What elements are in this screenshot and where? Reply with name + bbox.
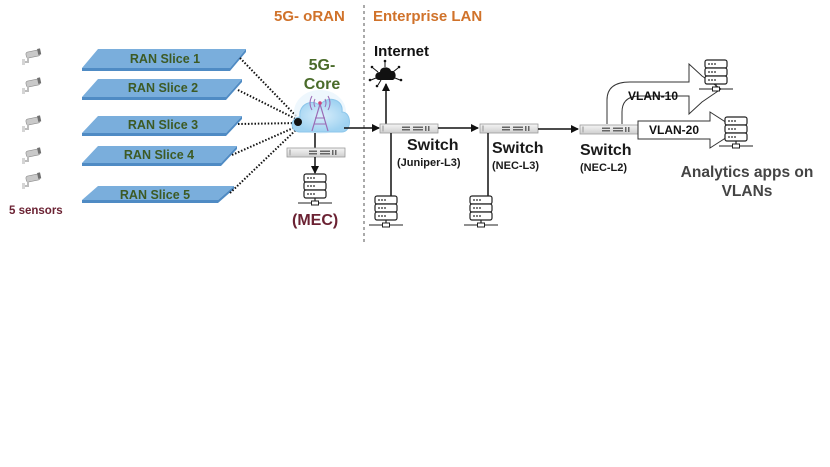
- ran-slice-2-shape: [82, 79, 242, 100]
- security-camera-icon: [21, 171, 43, 190]
- ran-slice-3-label: RAN Slice 3: [127, 118, 199, 132]
- ran-slice-2-label: RAN Slice 2: [127, 81, 199, 95]
- ran-slice-3-shape: [82, 116, 242, 136]
- mec-server-icon: [297, 173, 333, 206]
- cloud-network-icon: [368, 59, 403, 88]
- server-icon: [368, 195, 404, 228]
- switch-nec-l3-sublabel: (NEC-L3): [492, 160, 540, 172]
- security-camera-icon: [21, 47, 43, 66]
- internet-label: Internet: [374, 43, 430, 60]
- server-icon: [463, 195, 499, 228]
- ran-slice-4-shape: [82, 146, 237, 166]
- switch-juniper-sublabel: (Juniper-L3): [397, 157, 461, 169]
- ran-slice-5-label: RAN Slice 5: [119, 188, 191, 202]
- switch-nec-l3-icon: [479, 123, 539, 134]
- cloud-tower-icon: [291, 90, 350, 134]
- slice-links: [229, 57, 301, 194]
- sensors-label: 5 sensors: [9, 205, 63, 217]
- ran-slice-1-label: RAN Slice 1: [129, 52, 201, 66]
- core-label-line2: Core: [303, 76, 341, 93]
- section-title-enterprise-lan: Enterprise LAN: [373, 8, 483, 25]
- switch-nec-l3-label: Switch: [492, 140, 544, 157]
- ran-slice-5-shape: [82, 186, 234, 203]
- vlan-20-label: VLAN-20: [649, 123, 700, 137]
- analytics-label-line2: VLANs: [721, 183, 773, 200]
- core-label-line1: 5G-: [308, 57, 336, 74]
- switch-juniper-icon: [379, 123, 439, 134]
- switch-nec-l2-icon: [579, 124, 639, 135]
- security-camera-icon: [21, 146, 43, 165]
- switch-nec-l2-label: Switch: [580, 142, 632, 159]
- section-title-5g-oran: 5G- oRAN: [274, 8, 345, 25]
- ran-slice-1-shape: [82, 49, 246, 71]
- analytics-label-line1: Analytics apps on: [680, 164, 814, 181]
- switch-nec-l2-sublabel: (NEC-L2): [580, 162, 628, 174]
- security-camera-icon: [21, 114, 43, 133]
- vlan-10-label: VLAN-10: [628, 89, 679, 103]
- vlan-20-arrow: [637, 111, 739, 149]
- mec-label: (MEC): [292, 212, 339, 229]
- security-camera-icon: [21, 76, 43, 95]
- switch-juniper-label: Switch: [407, 137, 459, 154]
- mec-switch-icon: [286, 147, 346, 158]
- ran-slice-4-label: RAN Slice 4: [123, 148, 195, 162]
